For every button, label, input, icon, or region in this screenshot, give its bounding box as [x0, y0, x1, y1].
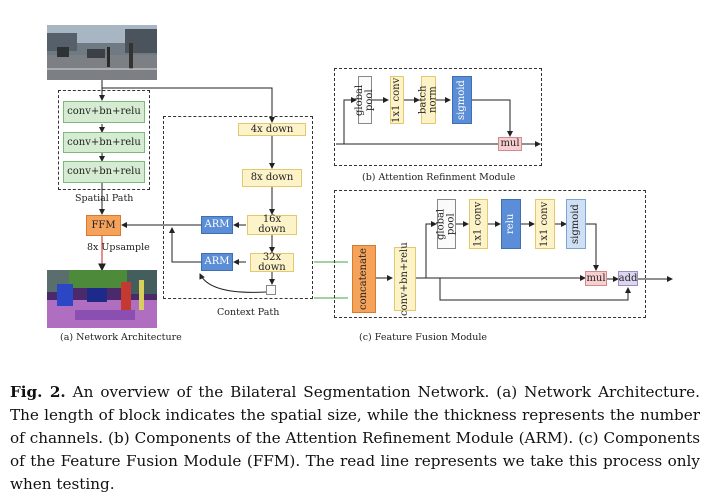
ffm-sigmoid-block: sigmoid [566, 199, 586, 249]
caption-text: An overview of the Bilateral Segmentatio… [10, 383, 701, 493]
figure-number: Fig. 2. [10, 383, 66, 401]
arm-global-pool-block: global pool [354, 76, 375, 124]
ffm-add-block: add [618, 271, 638, 286]
context-path-region [163, 116, 313, 299]
caption-b: (b) Attention Refinment Module [362, 172, 516, 183]
arm-block-16x: ARM [201, 216, 233, 234]
figure-caption: Fig. 2. An overview of the Bilateral Seg… [10, 381, 700, 495]
global-pool-tail-block [266, 285, 276, 295]
ffm-concatenate-block: concatenate [352, 245, 376, 313]
upsample-label: 8x Upsample [87, 242, 150, 253]
context-32x-down-block: 32x down [250, 252, 294, 272]
ffm-mul-block: mul [585, 271, 607, 286]
caption-c: (c) Feature Fusion Module [359, 332, 488, 343]
spatial-conv-block-3: conv+bn+relu [63, 161, 145, 183]
ffm-module-region [334, 190, 646, 318]
spatial-conv-block-2: conv+bn+relu [63, 132, 145, 153]
connector-lines [98, 80, 673, 301]
arm-1x1-conv-block: 1x1 conv [390, 76, 404, 124]
ffm-global-pool-block: global pool [436, 199, 457, 249]
spatial-conv-block-1: conv+bn+relu [63, 101, 145, 123]
ffm-block: FFM [86, 215, 121, 236]
context-8x-down-block: 8x down [242, 169, 302, 187]
context-path-label: Context Path [217, 307, 280, 318]
context-16x-down-block: 16x down [247, 215, 297, 235]
spatial-path-label: Spatial Path [75, 193, 134, 204]
context-4x-down-block: 4x down [238, 123, 306, 136]
caption-a: (a) Network Architecture [60, 332, 182, 343]
arm-module-region [334, 68, 542, 166]
arm-block-32x: ARM [201, 253, 233, 271]
output-segmentation-image [47, 270, 157, 328]
input-street-image [47, 25, 157, 80]
ffm-1x1-conv-block-2: 1x1 conv [535, 199, 555, 249]
ffm-1x1-conv-block-1: 1x1 conv [469, 199, 488, 249]
spatial-path-region [58, 90, 150, 190]
ffm-conv-bn-relu-block: conv+bn+relu [394, 242, 416, 316]
arm-mul-block: mul [498, 137, 522, 151]
arm-sigmoid-block: sigmoid [452, 76, 472, 124]
ffm-relu-block: relu [501, 199, 521, 249]
arm-batch-norm-block: batch norm [418, 76, 439, 124]
